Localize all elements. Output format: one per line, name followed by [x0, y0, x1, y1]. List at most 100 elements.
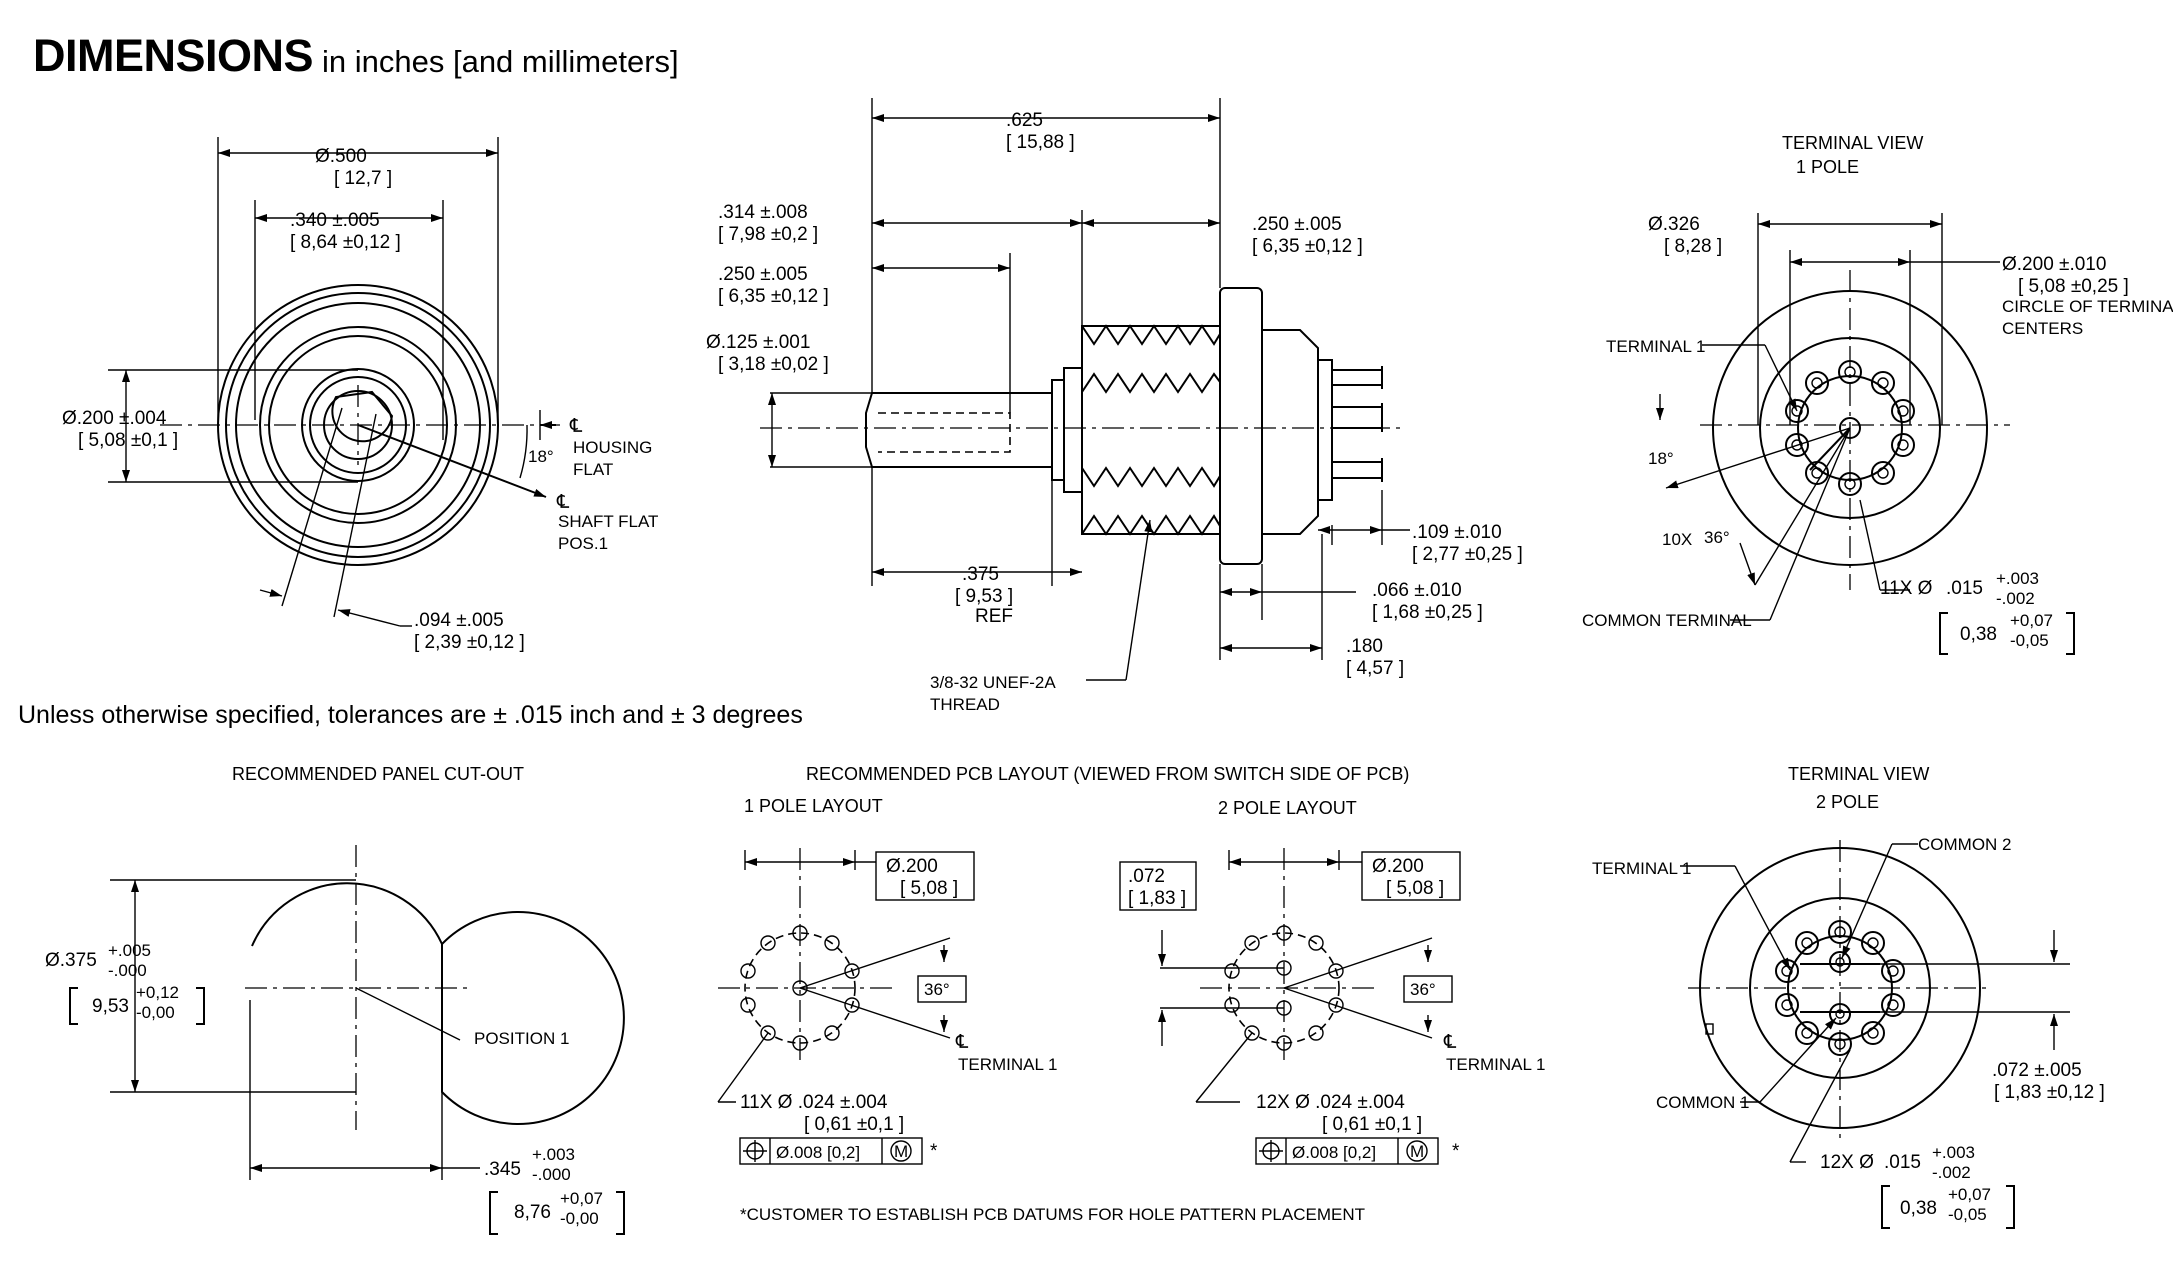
pcb2-terminal1: TERMINAL 1 — [1446, 1055, 1546, 1074]
panel-cutout: RECOMMENDED PANEL CUT-OUT Ø.375 +.005 -.… — [45, 764, 625, 1235]
pcb1-asterisk: * — [930, 1141, 938, 1162]
pcb2-asterisk: * — [1452, 1141, 1460, 1162]
cutout-dia375: Ø.375 — [45, 950, 97, 971]
shaft-flat-label-2: POS.1 — [558, 534, 608, 553]
tv1-common-label: COMMON TERMINAL — [1582, 611, 1752, 630]
pcb-heading: RECOMMENDED PCB LAYOUT (VIEWED FROM SWIT… — [806, 764, 1409, 784]
cutout-mm: 9,53 — [92, 996, 129, 1017]
tv2-common2-label: COMMON 2 — [1918, 835, 2012, 854]
dim-625-mm: [ 15,88 ] — [1006, 132, 1075, 153]
dim-dia500: Ø.500 — [315, 146, 367, 167]
dim-250b: .250 ±.005 — [1252, 214, 1342, 235]
tv1-circle-label-2: CENTERS — [2002, 319, 2083, 338]
page-title: DIMENSIONS — [33, 30, 314, 81]
pcb-2-pole-pattern: .072 [ 1,83 ] Ø.200 [ 5,08 ] 36° ℄ TERMI… — [1119, 848, 1546, 1165]
tv1-elevenx: 11X Ø — [1880, 578, 1933, 599]
tv2-heading-2: 2 POLE — [1816, 792, 1879, 812]
tv2-tol-in-minus: -.002 — [1932, 1163, 1971, 1182]
tv1-tol-mm-minus: -0,05 — [2010, 631, 2049, 650]
front-view: Ø.500 [ 12,7 ] .340 ±.005 [ 8,64 ±0,12 ]… — [62, 137, 658, 653]
shaft-flat-label-1: SHAFT FLAT — [558, 512, 658, 531]
tv2-common1-label: COMMON 1 — [1656, 1093, 1750, 1112]
dim-180-mm: [ 4,57 ] — [1346, 658, 1404, 679]
pcb1-holes-mm: [ 0,61 ±0,1 ] — [804, 1114, 904, 1135]
pcb2-holes-mm: [ 0,61 ±0,1 ] — [1322, 1114, 1422, 1135]
tv1-dia326: Ø.326 — [1648, 214, 1700, 235]
pcb2-angle-36: 36° — [1410, 980, 1436, 999]
tv1-tol-in-plus: +.003 — [1996, 569, 2039, 588]
terminal-view-2-pole: TERMINAL VIEW 2 POLE TERMINAL 1 COMMON 2 — [1592, 764, 2105, 1229]
dim-340-mm: [ 8,64 ±0,12 ] — [290, 232, 401, 253]
tv1-dia326-mm: [ 8,28 ] — [1664, 236, 1722, 257]
centerline-mark-housing: ℄ — [569, 416, 583, 437]
pcb-layout1-heading: 1 POLE LAYOUT — [744, 796, 883, 816]
centerline-mark-shaft: ℄ — [556, 492, 570, 513]
cutout-mm345: 8,76 — [514, 1202, 551, 1223]
cutout-tol-in-plus: +.005 — [108, 941, 151, 960]
dim-dia500-mm: [ 12,7 ] — [334, 168, 392, 189]
tv2-tol-mm-minus: -0,05 — [1948, 1205, 1987, 1224]
dim-dia200-mm: [ 5,08 ±0,1 ] — [78, 430, 178, 451]
pcb-layout: RECOMMENDED PCB LAYOUT (VIEWED FROM SWIT… — [717, 764, 1546, 1224]
thread-label-2: THREAD — [930, 695, 1000, 714]
pcb1-holes: 11X Ø .024 ±.004 — [740, 1092, 888, 1113]
tv1-tenx: 10X — [1662, 530, 1692, 549]
dim-375-mm: [ 9,53 ] — [955, 586, 1013, 607]
tv1-dia200-mm: [ 5,08 ±0,25 ] — [2018, 276, 2129, 297]
thread-label-1: 3/8-32 UNEF-2A — [930, 673, 1056, 692]
cutout-tol-mm-plus: +0,12 — [136, 983, 179, 1002]
cutout-tol345-in-minus: -.000 — [532, 1165, 571, 1184]
pcb2-cl-mark: ℄ — [1443, 1032, 1457, 1053]
tv2-mm: 0,38 — [1900, 1198, 1937, 1219]
tv1-d015: .015 — [1946, 578, 1983, 599]
cutout-tol345-in-plus: +.003 — [532, 1145, 575, 1164]
tv2-d072: .072 ±.005 — [1992, 1060, 2082, 1081]
dim-314-mm: [ 7,98 ±0,2 ] — [718, 224, 818, 245]
housing-flat-label-2: FLAT — [573, 460, 613, 479]
tv2-heading-1: TERMINAL VIEW — [1788, 764, 1929, 784]
tv1-tol-mm-plus: +0,07 — [2010, 611, 2053, 630]
dim-625: .625 — [1006, 110, 1043, 131]
cutout-heading: RECOMMENDED PANEL CUT-OUT — [232, 764, 524, 784]
dim-250b-mm: [ 6,35 ±0,12 ] — [1252, 236, 1363, 257]
dim-dia125: Ø.125 ±.001 — [706, 332, 810, 353]
tv1-dia200: Ø.200 ±.010 — [2002, 254, 2106, 275]
cutout-tol-mm-minus: -0,00 — [136, 1003, 175, 1022]
pcb-footnote: *CUSTOMER TO ESTABLISH PCB DATUMS FOR HO… — [740, 1205, 1365, 1224]
terminal-view-1-pole: TERMINAL VIEW 1 POLE Ø.326 [ 8,28 ] Ø.20… — [1582, 133, 2173, 655]
pcb2-d072: .072 — [1128, 866, 1165, 887]
dim-066-mm: [ 1,68 ±0,25 ] — [1372, 602, 1483, 623]
pcb1-terminal1: TERMINAL 1 — [958, 1055, 1058, 1074]
tv2-tol-in-plus: +.003 — [1932, 1143, 1975, 1162]
pcb2-fcf: Ø.008 [0,2] — [1292, 1143, 1376, 1162]
tv1-heading-2: 1 POLE — [1796, 157, 1859, 177]
cutout-position-label: POSITION 1 — [474, 1029, 569, 1048]
tv1-heading-1: TERMINAL VIEW — [1782, 133, 1923, 153]
pcb2-dia200-mm: [ 5,08 ] — [1386, 878, 1444, 899]
tv2-tol-mm-plus: +0,07 — [1948, 1185, 1991, 1204]
tv1-angle-36: 36° — [1704, 528, 1730, 547]
dim-109: .109 ±.010 — [1412, 522, 1502, 543]
side-view: .625 [ 15,88 ] .314 ±.008 [ 7,98 ±0,2 ] … — [706, 98, 1523, 714]
pcb-1-pole-pattern: Ø.200 [ 5,08 ] 36° ℄ TERMINAL 1 11X Ø .0… — [717, 848, 1058, 1165]
dim-094: .094 ±.005 — [414, 610, 504, 631]
dim-066: .066 ±.010 — [1372, 580, 1462, 601]
pcb-layout2-heading: 2 POLE LAYOUT — [1218, 798, 1357, 818]
tv2-twelvex: 12X Ø — [1820, 1152, 1874, 1173]
tv1-circle-label-1: CIRCLE OF TERMINAL — [2002, 297, 2173, 316]
tv2-terminals — [1775, 920, 1905, 1056]
tolerance-note: Unless otherwise specified, tolerances a… — [18, 701, 803, 729]
dim-dia200: Ø.200 ±.004 — [62, 408, 167, 429]
cutout-tol345-mm-minus: -0,00 — [560, 1209, 599, 1228]
cutout-d345: .345 — [484, 1159, 521, 1180]
tv1-terminal1-label: TERMINAL 1 — [1606, 337, 1706, 356]
dim-109-mm: [ 2,77 ±0,25 ] — [1412, 544, 1523, 565]
dim-250a-mm: [ 6,35 ±0,12 ] — [718, 286, 829, 307]
pcb1-dia200: Ø.200 — [886, 856, 938, 877]
tv2-terminal1-label: TERMINAL 1 — [1592, 859, 1692, 878]
dim-094-mm: [ 2,39 ±0,12 ] — [414, 632, 525, 653]
dim-dia125-mm: [ 3,18 ±0,02 ] — [718, 354, 829, 375]
tv1-mm: 0,38 — [1960, 624, 1997, 645]
dim-375-ref: REF — [975, 606, 1013, 627]
